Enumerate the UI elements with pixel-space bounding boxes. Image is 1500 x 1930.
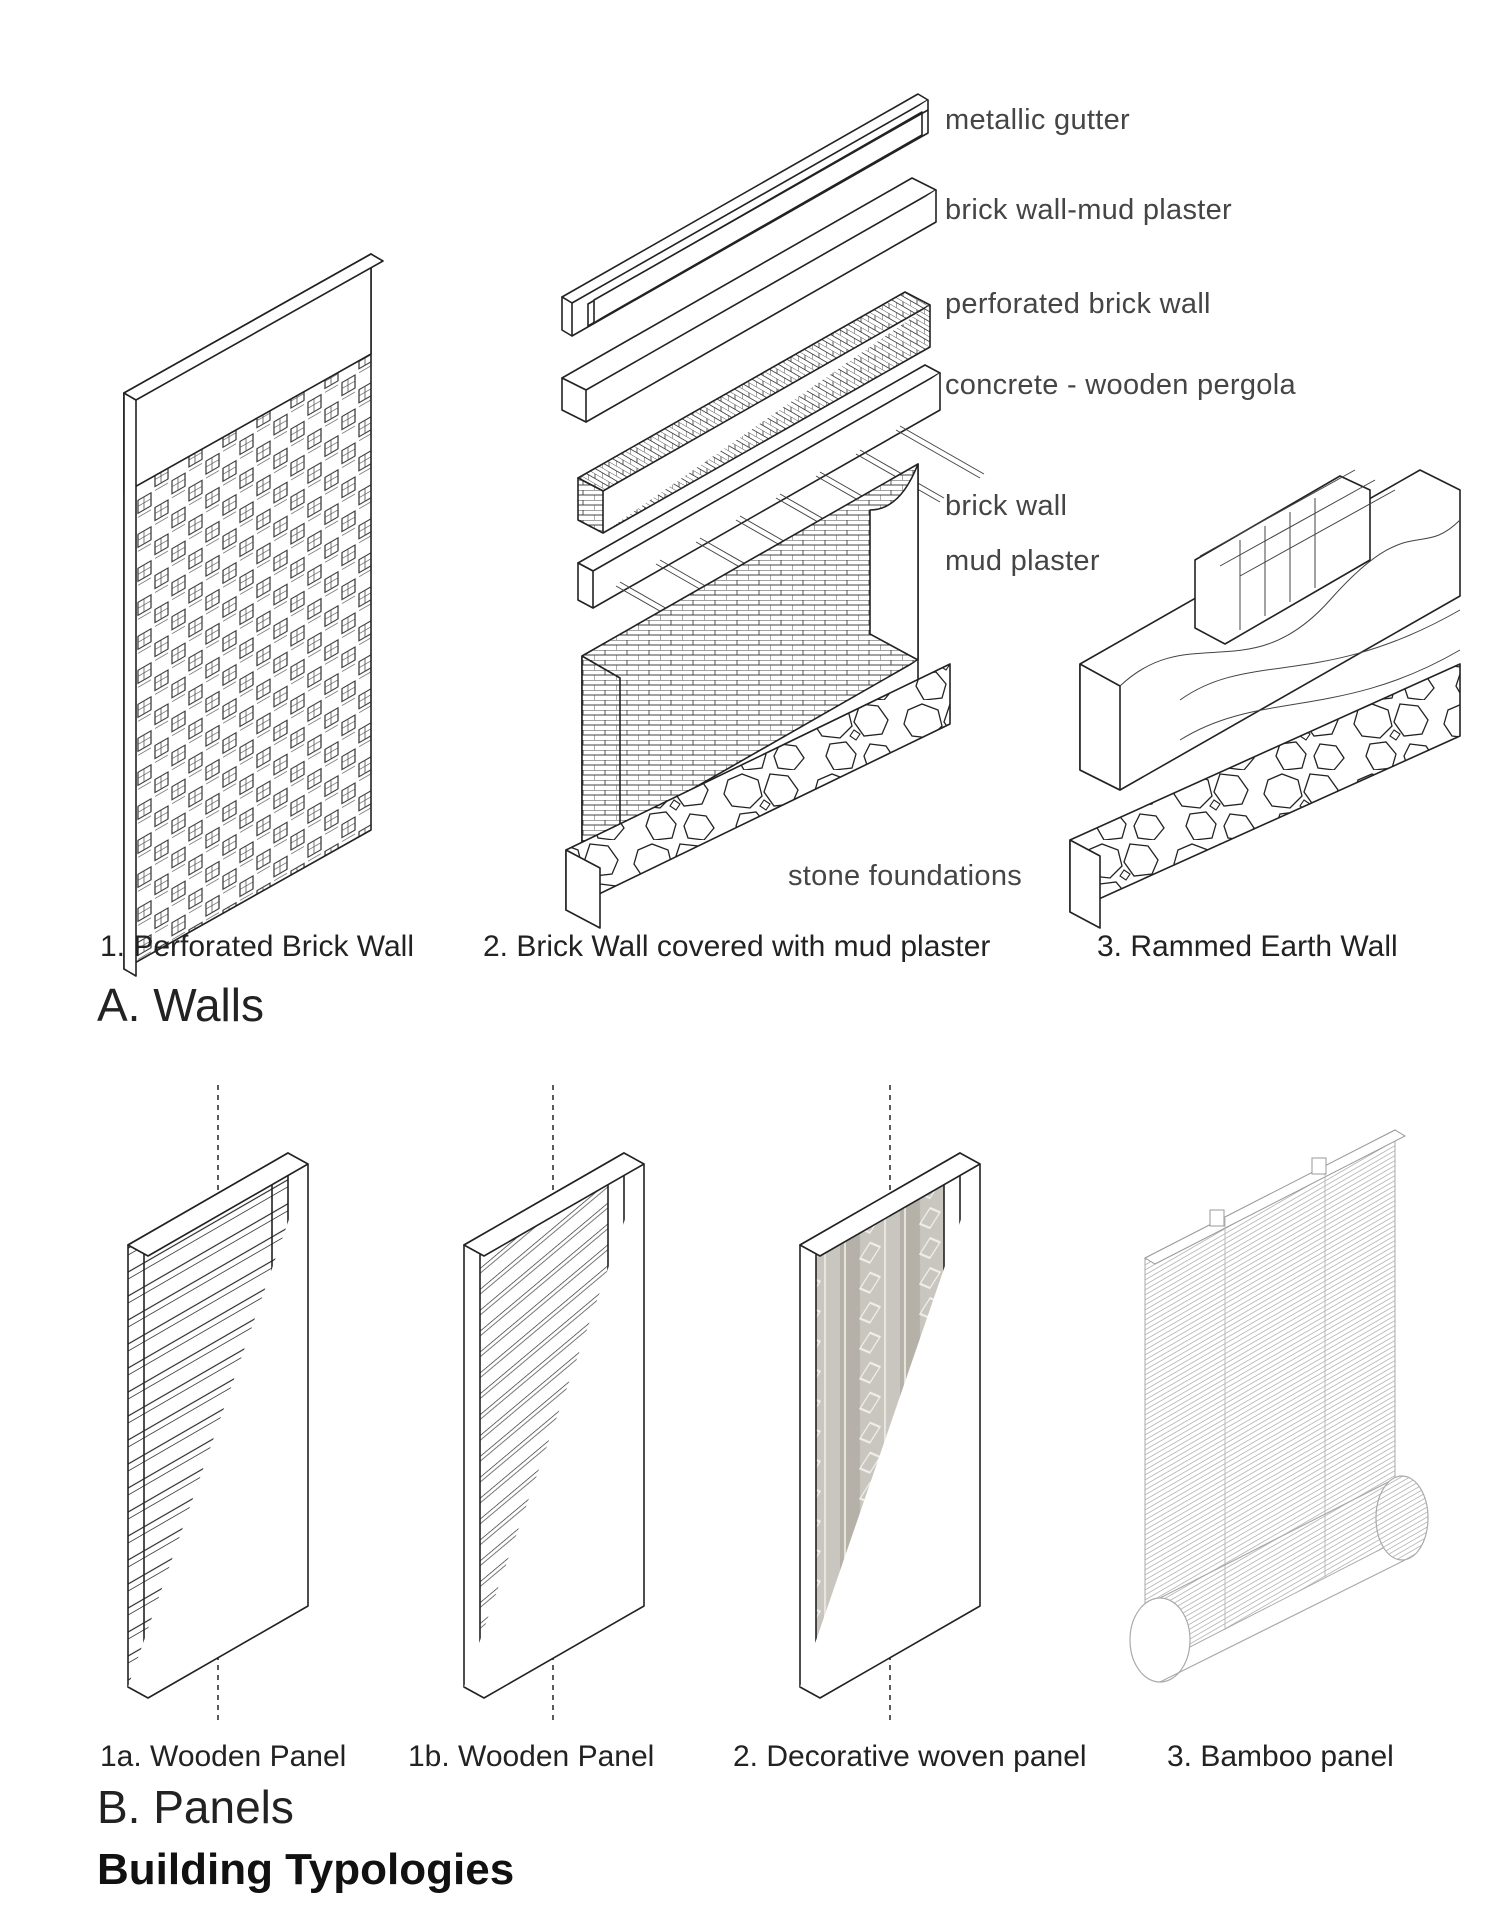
caption-wooden-panel-1b: 1b. Wooden Panel	[408, 1740, 655, 1773]
caption-brick-wall-mud-plaster: 2. Brick Wall covered with mud plaster	[483, 930, 991, 963]
caption-perforated-brick-wall: 1. Perforated Brick Wall	[100, 930, 414, 963]
label-brick-wall: brick wall	[945, 490, 1068, 522]
rammed-earth-wall-drawing	[1069, 469, 1461, 929]
page-title: Building Typologies	[97, 1845, 515, 1894]
label-perforated-brick-wall: perforated brick wall	[945, 288, 1211, 320]
section-title-panels: B. Panels	[97, 1781, 294, 1833]
label-mud-plaster: mud plaster	[945, 545, 1100, 577]
label-stone-foundations: stone foundations	[788, 860, 1023, 892]
perforated-brick-wall-drawing	[123, 253, 384, 977]
bamboo-panel-drawing	[1129, 1129, 1429, 1683]
decorative-woven-panel-drawing	[799, 1085, 981, 1722]
brick-wall-mud-plaster-drawing	[561, 93, 985, 929]
caption-rammed-earth-wall: 3. Rammed Earth Wall	[1097, 930, 1398, 963]
section-title-walls: A. Walls	[97, 979, 264, 1031]
label-brick-wall-mud-plaster: brick wall-mud plaster	[945, 194, 1233, 226]
caption-wooden-panel-1a: 1a. Wooden Panel	[100, 1740, 347, 1773]
label-concrete-wooden-pergola: concrete - wooden pergola	[945, 369, 1296, 401]
caption-bamboo-panel: 3. Bamboo panel	[1167, 1740, 1394, 1773]
caption-decorative-woven-panel: 2. Decorative woven panel	[733, 1740, 1087, 1773]
label-metallic-gutter: metallic gutter	[945, 104, 1131, 136]
wooden-panel-1b-drawing	[463, 1085, 645, 1722]
wooden-panel-1a-drawing	[127, 1085, 309, 1722]
